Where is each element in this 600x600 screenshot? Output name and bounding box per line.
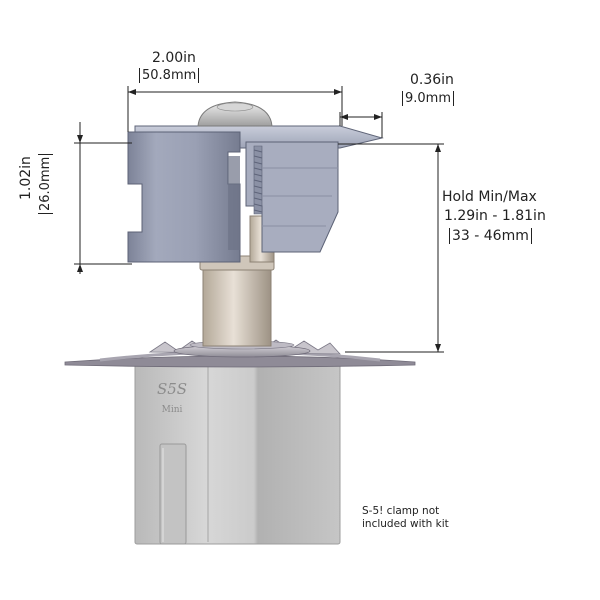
dim-lip-mm-label: 9.0mm bbox=[402, 91, 455, 106]
note-line-2: included with kit bbox=[362, 518, 449, 530]
bolt-head bbox=[197, 101, 273, 127]
mounting-bracket bbox=[127, 125, 384, 263]
clamp-model-engraving: Mini bbox=[162, 405, 183, 415]
dim-width-mm-label: 50.8mm bbox=[139, 68, 200, 83]
clamp-not-included-note: S-5! clamp not included with kit bbox=[362, 505, 449, 531]
dim-hold-title: Hold Min/Max bbox=[442, 189, 537, 205]
s5-clamp-base bbox=[134, 361, 341, 545]
dim-lip-mm-bracket: 9.0mm bbox=[402, 91, 455, 107]
dim-hold-in-label: 1.29in - 1.81in bbox=[444, 208, 546, 224]
clamp-brand-engraving: S5S bbox=[157, 380, 187, 398]
dim-width-mm-bracket: 50.8mm bbox=[139, 68, 200, 84]
dim-lip-in-label: 0.36in bbox=[410, 72, 454, 88]
dim-height-in-label: 1.02in bbox=[18, 156, 34, 200]
dimension-arrows bbox=[77, 89, 441, 352]
dim-width-in-label: 2.00in bbox=[152, 50, 196, 66]
note-line-1: S-5! clamp not bbox=[362, 505, 440, 517]
dim-height-mm-bracket: 26.0mm bbox=[38, 134, 54, 214]
dim-hold-mm-bracket: 33 - 46mm bbox=[449, 228, 532, 244]
dim-hold-mm-label: 33 - 46mm bbox=[449, 228, 532, 244]
dimension-lines bbox=[74, 86, 444, 353]
dim-height-mm-label: 26.0mm bbox=[38, 153, 53, 214]
